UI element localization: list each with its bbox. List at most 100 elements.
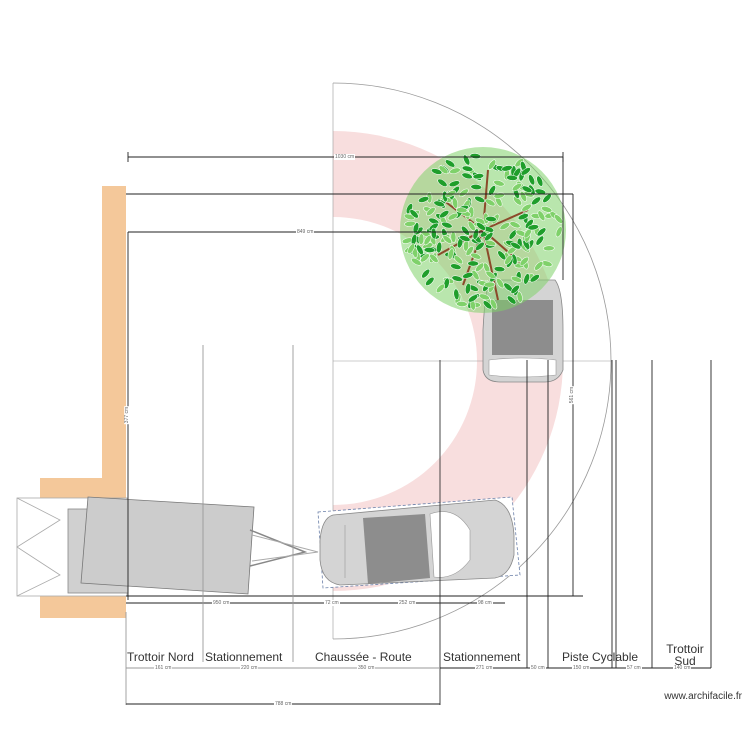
tree-leaf [541,206,553,213]
tree-leaf [467,294,479,303]
dim-top-total: 1030 cm [334,154,356,160]
tree-leaf [529,274,540,283]
tree-leaf [554,214,564,224]
tree-leaf [527,224,539,231]
trailer [67,496,319,595]
tree-leaf [531,196,541,206]
tree-branch [482,209,529,231]
dim-mid-total: 849 cm [296,229,315,235]
dim-chaussee: 350 cm [357,665,376,671]
tree-leaf [453,255,463,265]
tree-leaf [535,235,544,246]
tree-leaf [506,295,517,305]
tree-leaf [478,293,490,301]
tree-leaf [474,195,486,203]
tree-leaf [496,278,505,289]
dim-gap: 72 cm [324,600,340,606]
tree-leaf [429,253,439,263]
dim-trailer-length: 950 cm [212,600,231,606]
tree-leaf [443,277,450,290]
tree-leaf [482,300,493,310]
tree-leaf [536,227,547,237]
tree-leaf [511,182,522,192]
north-wall [40,186,126,618]
tree-leaf [510,276,522,283]
tree-leaf [489,298,498,310]
tree-leaf [418,233,425,245]
tree-leaf [472,173,485,180]
tree-leaf [467,260,479,267]
dim-bottom-total: 788 cm [274,701,293,707]
tree-leaf [439,210,450,219]
dim-stationnement-2: 271 cm [475,665,494,671]
tree-leaf [420,253,430,263]
tree-leaf [501,165,513,172]
tree-leaf [475,241,485,251]
tree-leaf [485,216,497,222]
tree-leaf [508,229,518,240]
tree-leaf [441,221,453,229]
tree-leaf [447,212,459,221]
tree-leaf [537,210,546,221]
tree-leaf [431,168,443,175]
tree-leaf [521,203,532,212]
tree-leaf [472,228,479,240]
tree-leaf [425,276,435,286]
tree-leaf [409,209,419,219]
tree-leaf [459,235,471,242]
tree-leaf [517,213,529,221]
tree-leaf [451,275,463,282]
tree-leaf [449,167,461,174]
tree-leaf [519,256,529,266]
tree-leaf [450,263,462,270]
tree-leaf [445,159,456,168]
dim-small: 57 cm [626,665,642,671]
tree-leaf [493,266,506,272]
zone-piste-cyclable: Piste Cyclable [562,650,639,664]
tree-leaf [433,200,445,207]
zone-trottoir-sud: Trottoir Sud [660,643,710,667]
tree-leaf [534,261,544,271]
zone-chaussee: Chaussée - Route [315,650,412,664]
tree-leaf [488,159,497,170]
tree-leaf [543,245,555,252]
tree-leaf [447,248,455,260]
tree-leaf [421,268,431,279]
tree-leaf [521,185,533,193]
zone-trottoir-sud-line1: Trottoir [666,642,704,656]
zone-stationnement-2: Stationnement [443,650,521,664]
tree-leaf [442,235,453,244]
car-bottom [317,496,521,589]
tree-leaf [456,301,468,307]
dim-trottoir-nord: 161 cm [154,665,173,671]
tree-leaf [423,247,436,253]
tree-leaf [516,291,523,303]
tree-leaf [462,154,471,166]
tree-leaf [461,172,473,180]
tree-leaf [512,196,523,206]
zone-trottoir-nord: Trottoir Nord [127,650,194,664]
tree-leaf [470,252,482,260]
dim-car-rear: 98 cm [477,600,493,606]
dim-bike-gap: 50 cm [530,665,546,671]
tree-leaf [465,282,471,295]
tree-leaf [452,197,459,209]
tree-leaf [411,257,422,266]
tree-leaf [485,198,496,207]
tree-leaf [470,184,482,190]
tree-leaf [485,270,496,279]
tree-leaf [461,165,474,172]
tree-leaf [437,178,448,187]
tree-leaf [510,284,520,294]
zone-stationnement-1: Stationnement [205,650,283,664]
tree-leaf [423,234,432,246]
tree-leaf [458,188,469,197]
tree-leaf [418,196,430,203]
tree-leaf [483,281,496,288]
tree-leaf [455,207,468,214]
dim-piste: 150 cm [572,665,591,671]
tree-leaf [493,180,505,187]
tree-leaf [453,288,460,301]
tree-leaf [407,243,415,254]
tree-leaf [555,226,563,238]
